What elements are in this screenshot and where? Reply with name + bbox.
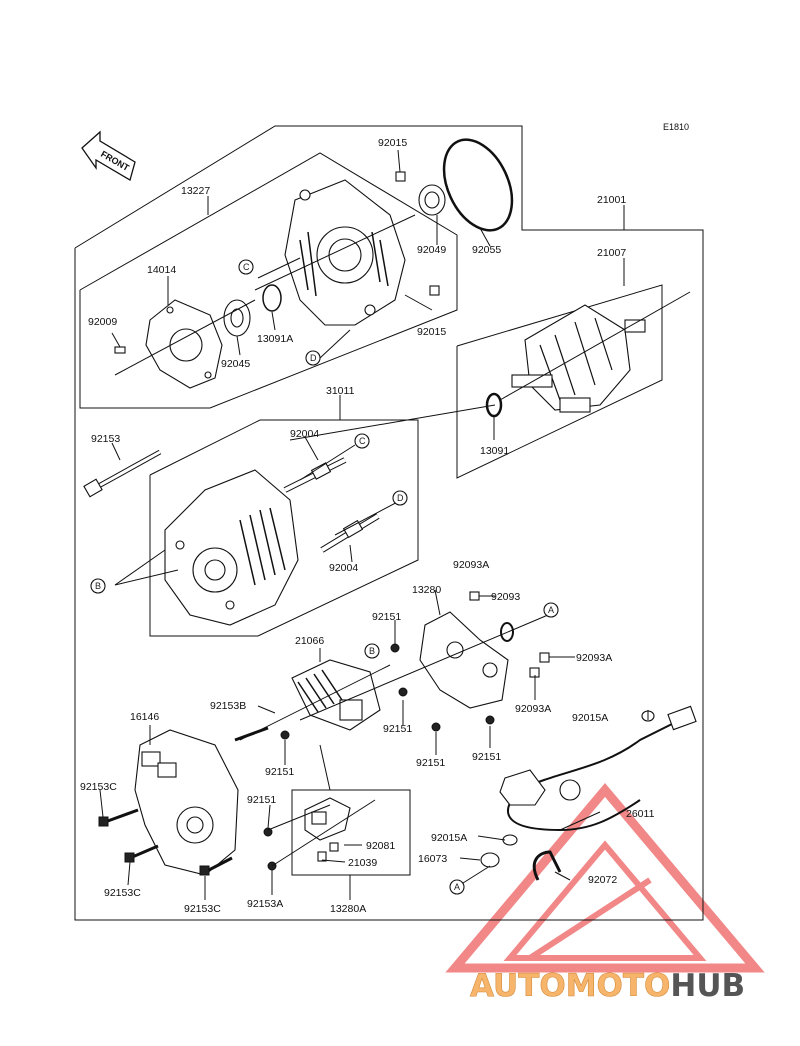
ref-circle-A-1: A (543, 602, 559, 618)
watermark-part1: AUTOMOTO (470, 968, 670, 1004)
clamp-92072-part (532, 850, 562, 881)
front-housing-part (284, 179, 406, 326)
label-92151-b: 92151 (383, 723, 412, 735)
watermark-logo (445, 783, 765, 973)
outer-frame (74, 125, 704, 921)
ref-circle-D-1: D (305, 350, 321, 366)
svg-text:B: B (95, 581, 101, 591)
svg-text:C: C (359, 436, 366, 446)
screw-92009-part (114, 346, 126, 354)
bearing-92045-part (223, 299, 251, 337)
label-92093A-m: 92093A (515, 703, 551, 715)
label-92055: 92055 (472, 244, 501, 256)
nut-92015-top-part (395, 171, 406, 182)
bolt-92153-part (83, 449, 162, 498)
label-16073: 16073 (418, 853, 447, 865)
label-92049: 92049 (417, 244, 446, 256)
label-92015A-r: 92015A (572, 712, 608, 724)
o-ring-92055-part (442, 138, 514, 232)
label-14014: 14014 (147, 264, 176, 276)
ref-circle-C-2: C (354, 433, 370, 449)
label-92015A-m: 92015A (431, 832, 467, 844)
label-92151-f: 92151 (247, 794, 276, 806)
label-92072: 92072 (588, 874, 617, 886)
label-92153: 92153 (91, 433, 120, 445)
watermark-part2: HUB (670, 968, 745, 1004)
rotor-21007-part (511, 304, 646, 413)
label-21039: 21039 (348, 857, 377, 869)
label-92151-d: 92151 (416, 757, 445, 769)
ref-circle-C-1: C (238, 259, 254, 275)
label-92093A-r: 92093A (576, 652, 612, 664)
label-92093A-top: 92093A (453, 559, 489, 571)
label-92151-c: 92151 (265, 766, 294, 778)
svg-text:D: D (397, 493, 404, 503)
label-92009: 92009 (88, 316, 117, 328)
svg-text:C: C (243, 262, 250, 272)
cover-plate-14014-part (145, 299, 223, 389)
diagram-code: E1810 (663, 122, 689, 132)
label-92081: 92081 (366, 840, 395, 852)
ref-circle-B-2: B (364, 643, 380, 659)
rear-housing-31011-part (164, 469, 299, 626)
label-13227: 13227 (181, 185, 210, 197)
label-92004-top: 92004 (290, 428, 319, 440)
bearing-92049-part (418, 184, 446, 216)
stud-92004-top-part (283, 457, 347, 493)
leader-lines (99, 149, 691, 900)
label-92153C-l: 92153C (80, 781, 117, 793)
label-21066: 21066 (295, 635, 324, 647)
frame-13280A (291, 789, 411, 876)
label-92153B: 92153B (210, 700, 246, 712)
label-13091: 13091 (480, 445, 509, 457)
label-92004-bot: 92004 (329, 562, 358, 574)
front-arrow-icon: FRONT (81, 130, 136, 181)
ref-circle-B-1: B (90, 578, 106, 594)
label-13280A: 13280A (330, 903, 366, 915)
watermark-text-auto: AUTOMOTOHUB (470, 968, 745, 1004)
label-21007: 21007 (597, 247, 626, 259)
label-92045: 92045 (221, 358, 250, 370)
label-92093: 92093 (491, 591, 520, 603)
label-92153C-b1: 92153C (104, 887, 141, 899)
svg-text:A: A (454, 882, 460, 892)
ring-13091A-part (262, 284, 282, 312)
svg-text:B: B (369, 646, 375, 656)
nut-92015-mid-part (429, 285, 440, 296)
label-92151-a: 92151 (372, 611, 401, 623)
label-92151-e: 92151 (472, 751, 501, 763)
label-92153C-b2: 92153C (184, 903, 221, 915)
label-13280: 13280 (412, 584, 441, 596)
label-21001: 21001 (597, 194, 626, 206)
frame-21007 (456, 284, 663, 479)
frame-31011 (149, 419, 419, 637)
label-31011: 31011 (326, 385, 355, 397)
label-26011: 26011 (626, 808, 655, 820)
stud-92004-bot-part (320, 513, 380, 553)
brush-13280A-part (304, 797, 351, 862)
regulator-21066-part (291, 659, 381, 731)
rear-cover-16146-part (134, 729, 239, 876)
label-92015-top: 92015 (378, 137, 407, 149)
label-16146: 16146 (130, 711, 159, 723)
frame-13227 (79, 152, 458, 409)
svg-text:D: D (310, 353, 317, 363)
label-13091A: 13091A (257, 333, 293, 345)
label-92015-mid: 92015 (417, 326, 446, 338)
label-92153A: 92153A (247, 898, 283, 910)
ref-circle-A-2: A (449, 879, 465, 895)
wire-harness-26011-part (480, 705, 697, 868)
ref-circle-D-2: D (392, 490, 408, 506)
brush-holder-13280-part (419, 611, 509, 709)
svg-text:A: A (548, 605, 554, 615)
